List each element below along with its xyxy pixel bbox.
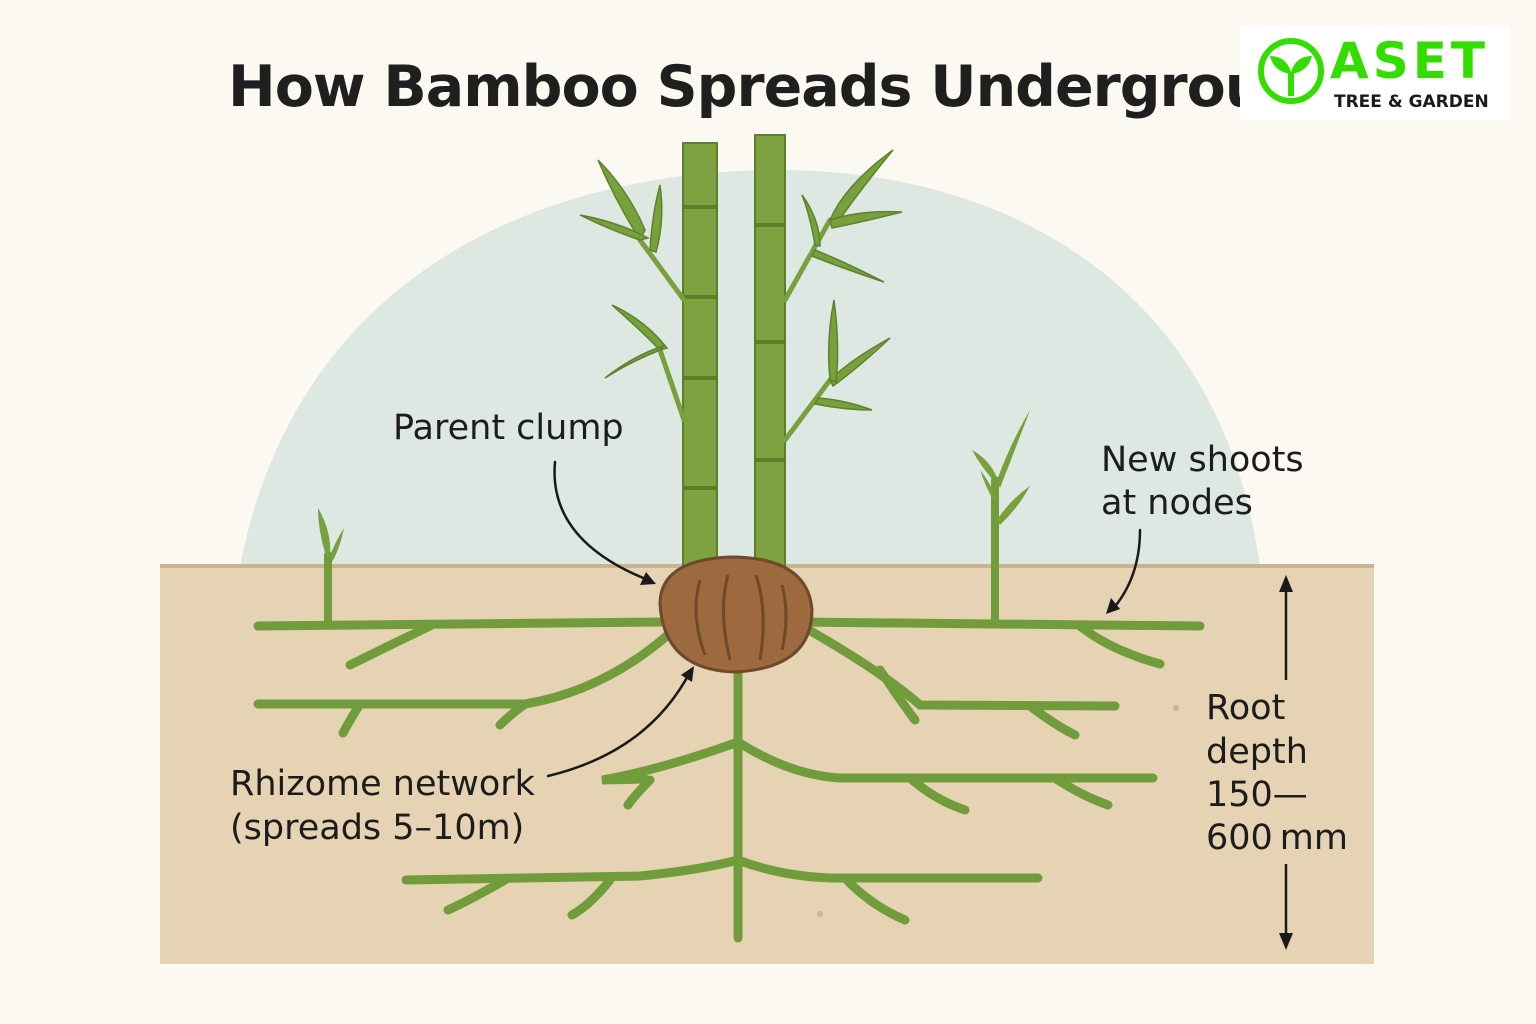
bamboo-culm-left bbox=[682, 142, 718, 574]
parent-clump-label: Parent clump bbox=[393, 408, 624, 448]
root-depth-label-line1: Root bbox=[1206, 688, 1286, 728]
new-shoots-label-line2: at nodes bbox=[1101, 483, 1253, 523]
parent-clump bbox=[658, 555, 814, 674]
rhizome-label-line2: (spreads 5–10m) bbox=[230, 808, 525, 848]
rhizome-label-line1: Rhizome network bbox=[230, 764, 535, 804]
arrow-up-icon bbox=[1279, 575, 1293, 592]
callout-arrows bbox=[546, 460, 1142, 778]
arrow-down-icon bbox=[1279, 933, 1293, 950]
new-shoot-right bbox=[972, 410, 1030, 624]
bamboo-leaves bbox=[579, 149, 903, 411]
bamboo-culm-right bbox=[754, 134, 786, 576]
brand-logo: ASET TREE & GARDEN bbox=[1240, 26, 1510, 120]
arrow-heads bbox=[640, 572, 1120, 682]
sprout-circle-icon bbox=[1258, 38, 1324, 104]
root-depth-label-line2: depth bbox=[1206, 732, 1308, 772]
root-depth-label-line3: 150— bbox=[1206, 775, 1308, 815]
page-title: How Bamboo Spreads Underground bbox=[228, 54, 1345, 120]
brand-subtitle: TREE & GARDEN bbox=[1334, 92, 1489, 112]
brand-name: ASET bbox=[1330, 32, 1489, 90]
bamboo-branches bbox=[637, 217, 833, 443]
root-depth-label-line4: 600 mm bbox=[1206, 818, 1348, 858]
new-shoots-label-line1: New shoots bbox=[1101, 440, 1304, 480]
new-shoot-left bbox=[318, 508, 344, 626]
